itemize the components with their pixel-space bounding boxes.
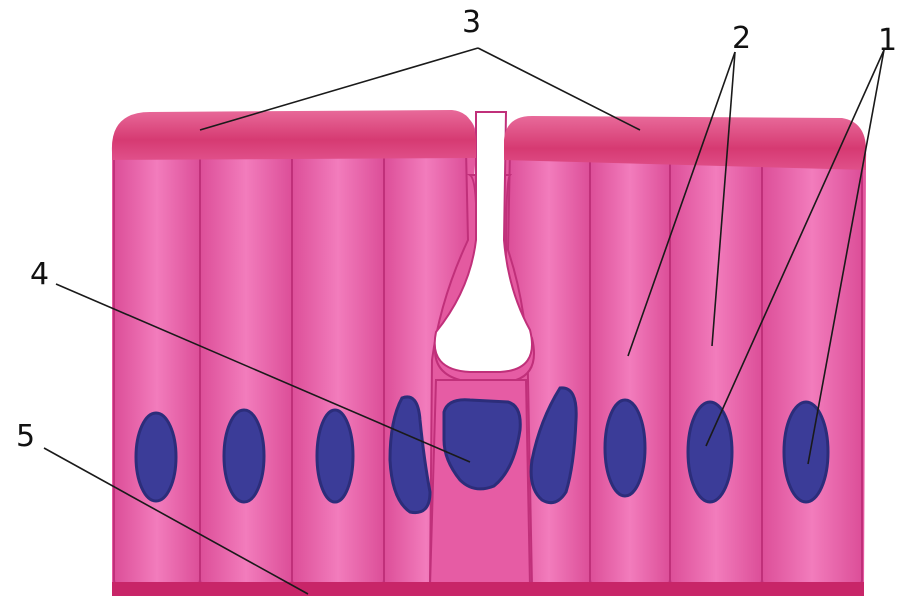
nucleus xyxy=(784,402,828,502)
callout-label-2: 2 xyxy=(732,21,751,56)
basement-membrane xyxy=(112,582,864,596)
nucleus xyxy=(224,410,264,502)
cell xyxy=(590,150,670,586)
callout-label-1: 1 xyxy=(878,23,897,58)
apical-border-left xyxy=(112,110,476,160)
callout-label-4: 4 xyxy=(30,257,49,292)
cell xyxy=(200,150,292,586)
cell xyxy=(292,150,384,586)
cell xyxy=(670,150,762,586)
nucleus xyxy=(688,402,732,502)
cell xyxy=(114,150,200,586)
cell xyxy=(762,150,862,586)
callout-label-3: 3 xyxy=(462,5,481,40)
nucleus xyxy=(136,413,176,501)
callout-label-5: 5 xyxy=(16,419,35,454)
nucleus xyxy=(317,410,353,502)
nucleus xyxy=(605,400,645,496)
